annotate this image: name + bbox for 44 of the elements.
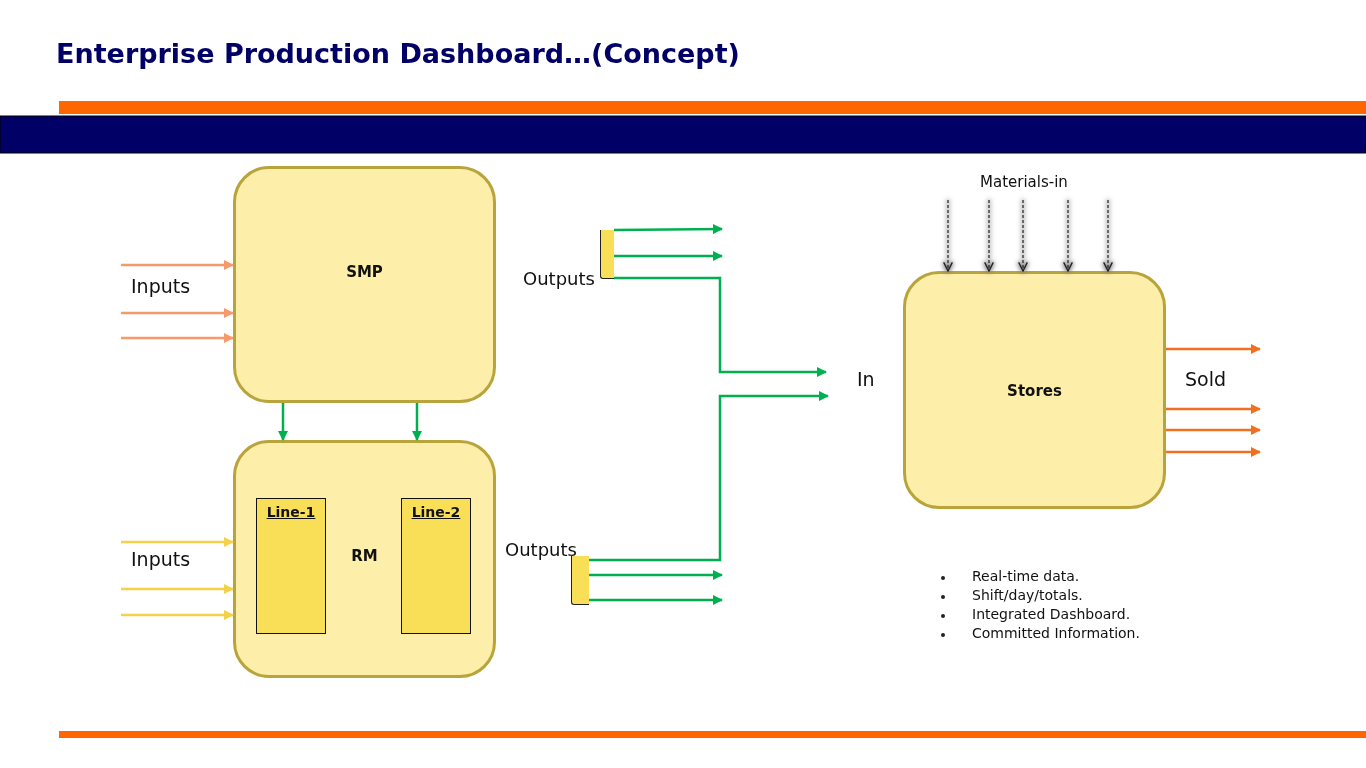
arrow [589, 570, 723, 580]
node-label: Stores [1006, 382, 1063, 400]
arrow [1018, 199, 1028, 272]
bullet-text: Committed Information. [972, 625, 1140, 641]
node-label: SMP [345, 263, 384, 281]
arrow [1166, 447, 1261, 457]
arrow [121, 260, 234, 270]
arrow [278, 403, 288, 441]
node-label: Line-1 [265, 504, 317, 520]
arrow [1063, 199, 1073, 272]
store-box [903, 271, 1166, 509]
process-box [233, 166, 496, 403]
arrow [1166, 344, 1261, 354]
arrow [614, 276, 827, 377]
arrow [121, 537, 234, 547]
input-label: In [857, 368, 875, 390]
title: Enterprise Production Dashboard…(Concept) [56, 38, 740, 69]
bullet-text: Integrated Dashboard. [972, 606, 1131, 622]
arrow [984, 199, 994, 272]
arrow [1166, 404, 1261, 414]
arrow [121, 610, 234, 620]
output-label: Sold [1185, 368, 1227, 390]
arrow [614, 224, 723, 235]
node-label: RM [350, 547, 379, 565]
process-box [233, 440, 496, 678]
bullet-text: Shift/day/totals. [972, 587, 1083, 603]
node-label: Line-2 [410, 504, 462, 520]
arrow [589, 595, 723, 605]
output-bar [600, 230, 614, 279]
output-label: Outputs [505, 539, 577, 560]
arrow [943, 199, 953, 272]
bullet-text: Real-time data. [972, 568, 1080, 584]
arrow [121, 584, 234, 594]
arrow [589, 391, 829, 562]
input-label: Inputs [131, 275, 191, 297]
input-label: Inputs [131, 548, 191, 570]
arrow [412, 403, 422, 441]
arrow [121, 333, 234, 343]
arrow [1166, 425, 1261, 435]
output-label: Outputs [523, 268, 595, 289]
arrow [614, 251, 723, 261]
arrow [1103, 199, 1113, 272]
arrow [121, 308, 234, 318]
section-label: Materials-in [980, 173, 1068, 191]
